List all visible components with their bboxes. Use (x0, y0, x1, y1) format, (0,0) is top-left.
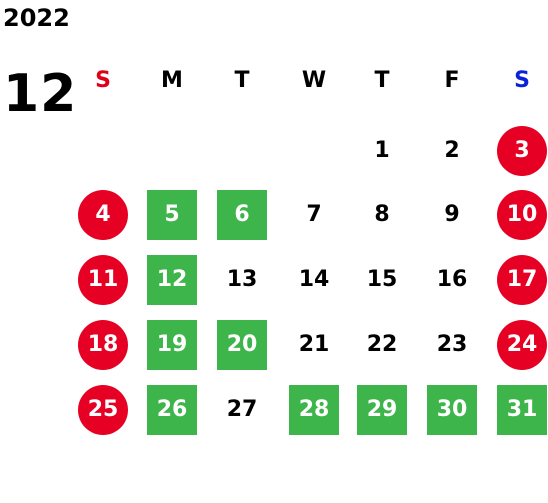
day-30[interactable]: 30 (427, 385, 477, 435)
day-24[interactable]: 24 (497, 320, 547, 370)
day-7[interactable]: 7 (306, 202, 322, 227)
day-6[interactable]: 6 (217, 190, 267, 240)
day-23[interactable]: 23 (436, 332, 468, 357)
day-4[interactable]: 4 (78, 190, 128, 240)
day-8[interactable]: 8 (374, 202, 390, 227)
day-1[interactable]: 1 (374, 138, 390, 163)
weekday-header-wed: W (301, 68, 327, 93)
weekday-header-fri: F (444, 68, 460, 93)
month-label: 12 (3, 64, 78, 124)
day-26[interactable]: 26 (147, 385, 197, 435)
day-3[interactable]: 3 (497, 126, 547, 176)
day-16[interactable]: 16 (436, 267, 468, 292)
day-17[interactable]: 17 (497, 255, 547, 305)
day-2[interactable]: 2 (444, 138, 460, 163)
day-29[interactable]: 29 (357, 385, 407, 435)
weekday-header-thu: T (374, 68, 390, 93)
weekday-header-sat: S (514, 68, 530, 93)
day-21[interactable]: 21 (298, 332, 330, 357)
day-9[interactable]: 9 (444, 202, 460, 227)
day-19[interactable]: 19 (147, 320, 197, 370)
day-28[interactable]: 28 (289, 385, 339, 435)
day-31[interactable]: 31 (497, 385, 547, 435)
day-11[interactable]: 11 (78, 255, 128, 305)
weekday-header-sun: S (95, 68, 111, 93)
day-14[interactable]: 14 (298, 267, 330, 292)
day-13[interactable]: 13 (226, 267, 258, 292)
year-label: 2022 (3, 4, 70, 32)
weekday-header-tue: T (234, 68, 250, 93)
day-25[interactable]: 25 (78, 385, 128, 435)
day-27[interactable]: 27 (226, 397, 258, 422)
day-18[interactable]: 18 (78, 320, 128, 370)
day-20[interactable]: 20 (217, 320, 267, 370)
day-15[interactable]: 15 (366, 267, 398, 292)
day-5[interactable]: 5 (147, 190, 197, 240)
day-12[interactable]: 12 (147, 255, 197, 305)
day-22[interactable]: 22 (366, 332, 398, 357)
weekday-header-mon: M (161, 68, 183, 93)
day-10[interactable]: 10 (497, 190, 547, 240)
